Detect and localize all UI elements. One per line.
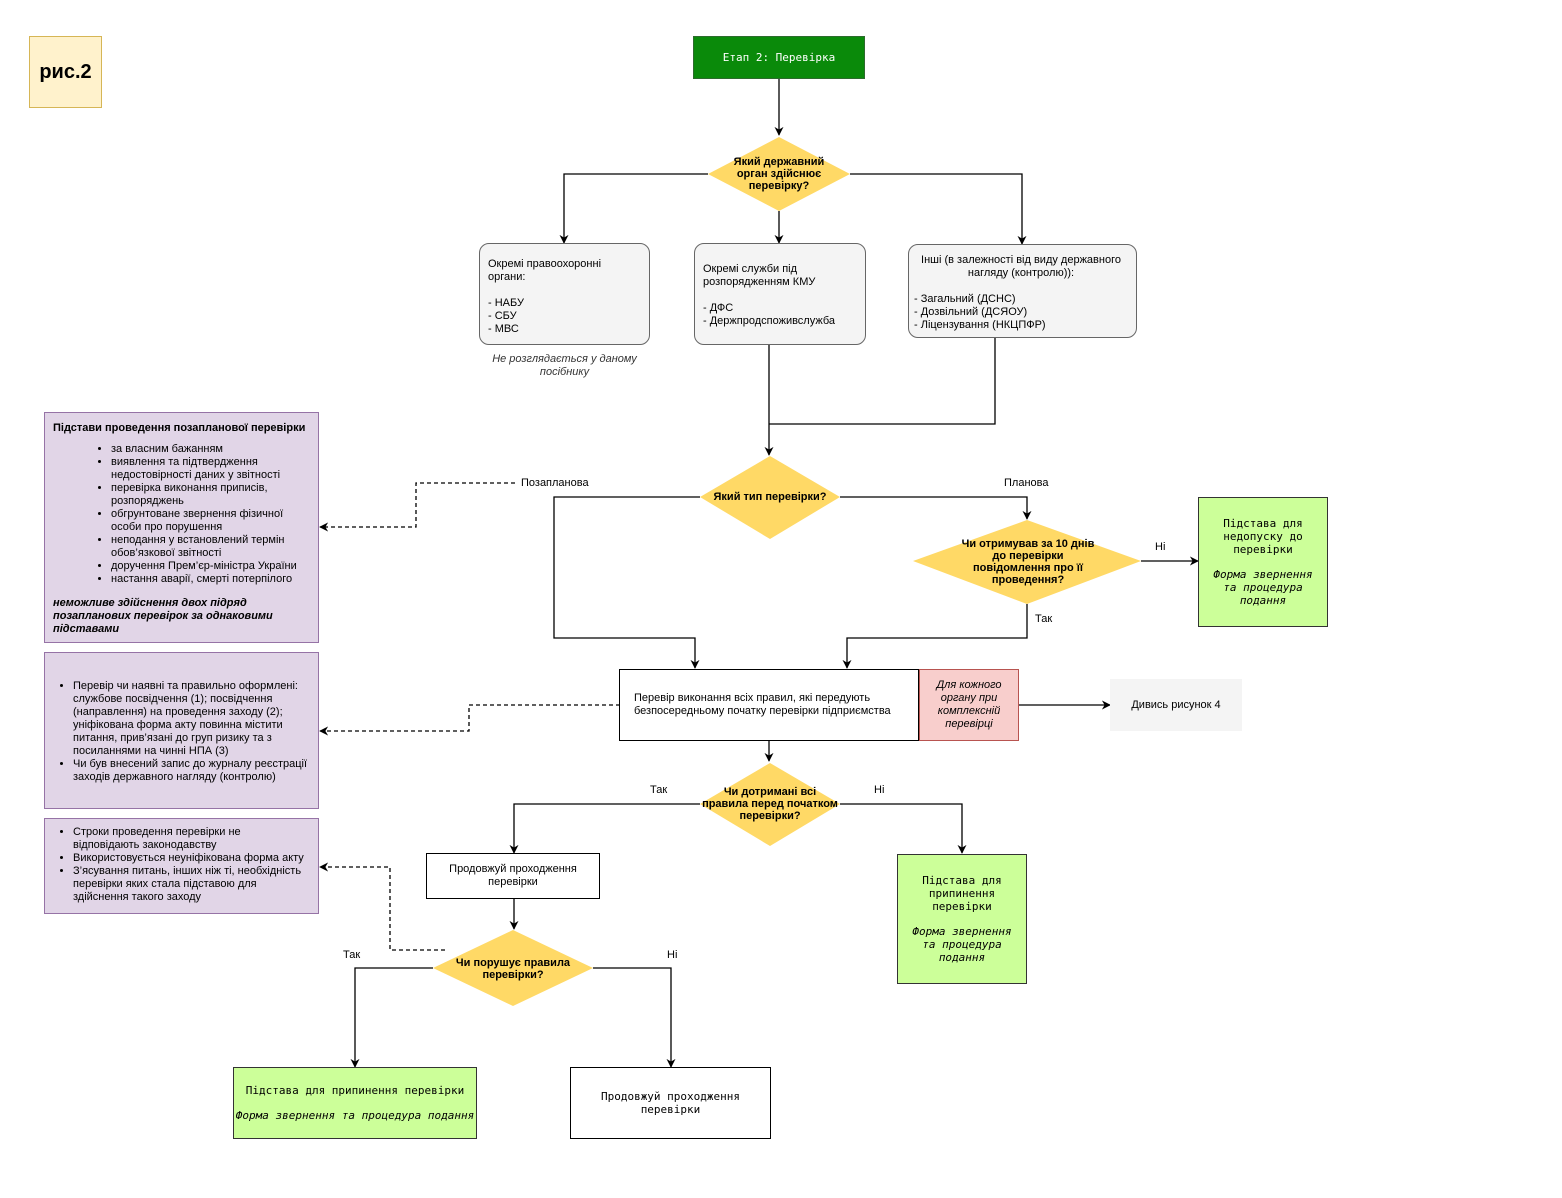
edge-organ-to-other	[850, 173, 1027, 245]
law-enforcement-title: Окремі правоохоронні органи:	[488, 258, 602, 283]
decision-organ-diamond	[708, 137, 850, 211]
check-rules-box: Перевір виконання всіх правил, які перед…	[619, 669, 919, 741]
edge-organ-to-law	[559, 173, 708, 244]
stop-basis-box-1: Підстава для припинення перевірки Форма …	[897, 854, 1027, 984]
continue-check-box-1: Продовжуй проходження перевірки	[426, 853, 600, 899]
edge-dashed-docs	[319, 704, 620, 736]
label-unplanned: Позапланова	[521, 477, 589, 489]
unplanned-grounds-box: Підстави проведення позапланової перевір…	[44, 412, 319, 643]
other-item: - Ліцензування (НКЦПФР)	[914, 319, 1046, 331]
decision-violate-text: Чи порушує правила перевірки?	[455, 957, 571, 981]
decision-notice-text: Чи отримував за 10 днів до перевірки пов…	[961, 538, 1095, 586]
grounds-item: неподання у встановлений термін обов’язк…	[111, 534, 310, 560]
grounds-item: виявлення та підтвердження недостовірнос…	[111, 456, 310, 482]
kmu-title: Окремі служби під розпорядженням КМУ	[703, 263, 816, 288]
stop-basis-title-2: Підстава для припинення перевірки	[245, 1084, 465, 1097]
edge-qviolate-yes	[350, 967, 433, 1068]
edge-type-planned	[840, 496, 1032, 520]
label-violate-yes: Так	[343, 949, 361, 961]
label-planned: Планова	[1004, 477, 1049, 489]
decision-type-text: Який тип перевірки?	[713, 491, 827, 503]
check-rules-text: Перевір виконання всіх правил, які перед…	[634, 692, 891, 717]
label-rules-yes: Так	[650, 784, 668, 796]
complex-check-note: Для кожного органу при комплексній перев…	[919, 669, 1019, 741]
edge-notice-yes	[842, 604, 1028, 669]
decision-notice-diamond	[913, 520, 1141, 604]
other-title: Інші (в залежності від виду державного н…	[921, 254, 1121, 279]
kmu-services-box: Окремі служби під розпорядженням КМУ - Д…	[694, 243, 866, 345]
refuse-basis-box: Підстава для недопуску до перевірки Форм…	[1198, 497, 1328, 627]
stop-basis-title-1: Підстава для припинення перевірки	[922, 874, 1002, 913]
documents-item: Перевір чи наявні та правильно оформлені…	[73, 680, 310, 758]
stop-basis-box-2: Підстава для припинення перевірки Форма …	[233, 1067, 477, 1139]
law-item: - МВС	[488, 323, 519, 335]
grounds-note: неможливе здійснення двох підряд позапла…	[53, 597, 273, 635]
law-item: - СБУ	[488, 310, 517, 322]
edge-qviolate-no	[593, 967, 676, 1068]
decision-rules-diamond	[700, 763, 840, 846]
grounds-title: Підстави проведення позапланової перевір…	[53, 422, 306, 434]
refuse-basis-link[interactable]: Форма звернення та процедура подання	[1213, 568, 1313, 607]
law-enforcement-note: Не розглядається у даному посібнику	[492, 353, 637, 378]
label-violate-no: Ні	[667, 949, 678, 961]
edge-qrules-no	[840, 803, 967, 854]
stop-basis-link-2[interactable]: Форма звернення та процедура подання	[235, 1109, 475, 1122]
decision-rules-text: Чи дотримані всі правила перед початком …	[702, 786, 838, 822]
grounds-item: настання аварії, смерті потерпілого	[111, 573, 310, 586]
label-notice-no: Ні	[1155, 541, 1166, 553]
grounds-item: за власним бажанням	[111, 443, 310, 456]
violations-item: З’ясування питань, інших ніж ті, необхід…	[73, 865, 310, 904]
edge-qrules-yes	[509, 803, 700, 854]
kmu-item: - ДФС	[703, 302, 734, 314]
decision-violate-diamond	[433, 930, 593, 1006]
label-notice-yes: Так	[1035, 613, 1053, 625]
other-item: - Дозвільний (ДСЯОУ)	[914, 306, 1028, 318]
grounds-item: перевірка виконання приписів, розпорядже…	[111, 482, 310, 508]
stage-box: Етап 2: Перевірка	[693, 36, 865, 79]
violations-item: Строки проведення перевірки не відповіда…	[73, 826, 310, 852]
edge-dashed-grounds	[319, 482, 515, 532]
law-enforcement-box: Окремі правоохоронні органи: - НАБУ - СБ…	[479, 243, 650, 345]
kmu-item: - Держпродспоживслужба	[703, 315, 835, 327]
other-organs-box: Інші (в залежності від виду державного н…	[908, 244, 1137, 338]
check-documents-box: Перевір чи наявні та правильно оформлені…	[44, 652, 319, 809]
refuse-basis-title: Підстава для недопуску до перевірки	[1223, 517, 1303, 556]
edge-other-to-type	[769, 338, 996, 425]
decision-type-diamond	[700, 456, 840, 539]
documents-item: Чи був внесений запис до журналу реєстра…	[73, 758, 310, 784]
violations-item: Використовується неуніфікована форма акт…	[73, 852, 310, 865]
decision-organ-text: Який державний орган здійснює перевірку?	[733, 156, 825, 192]
continue-check-box-2: Продовжуй проходження перевірки	[570, 1067, 771, 1139]
label-rules-no: Ні	[874, 784, 885, 796]
stop-basis-link-1[interactable]: Форма звернення та процедура подання	[912, 925, 1012, 964]
see-figure-4-link[interactable]: Дивись рисунок 4	[1110, 679, 1242, 731]
law-item: - НАБУ	[488, 297, 524, 309]
violations-box: Строки проведення перевірки не відповіда…	[44, 818, 319, 914]
other-item: - Загальний (ДСНС)	[914, 293, 1016, 305]
grounds-item: обгрунтоване звернення фізичної особи пр…	[111, 508, 310, 534]
grounds-item: доручення Прем’єр-міністра України	[111, 560, 310, 573]
edge-type-unplanned	[553, 496, 700, 669]
figure-label: рис.2	[29, 36, 102, 108]
